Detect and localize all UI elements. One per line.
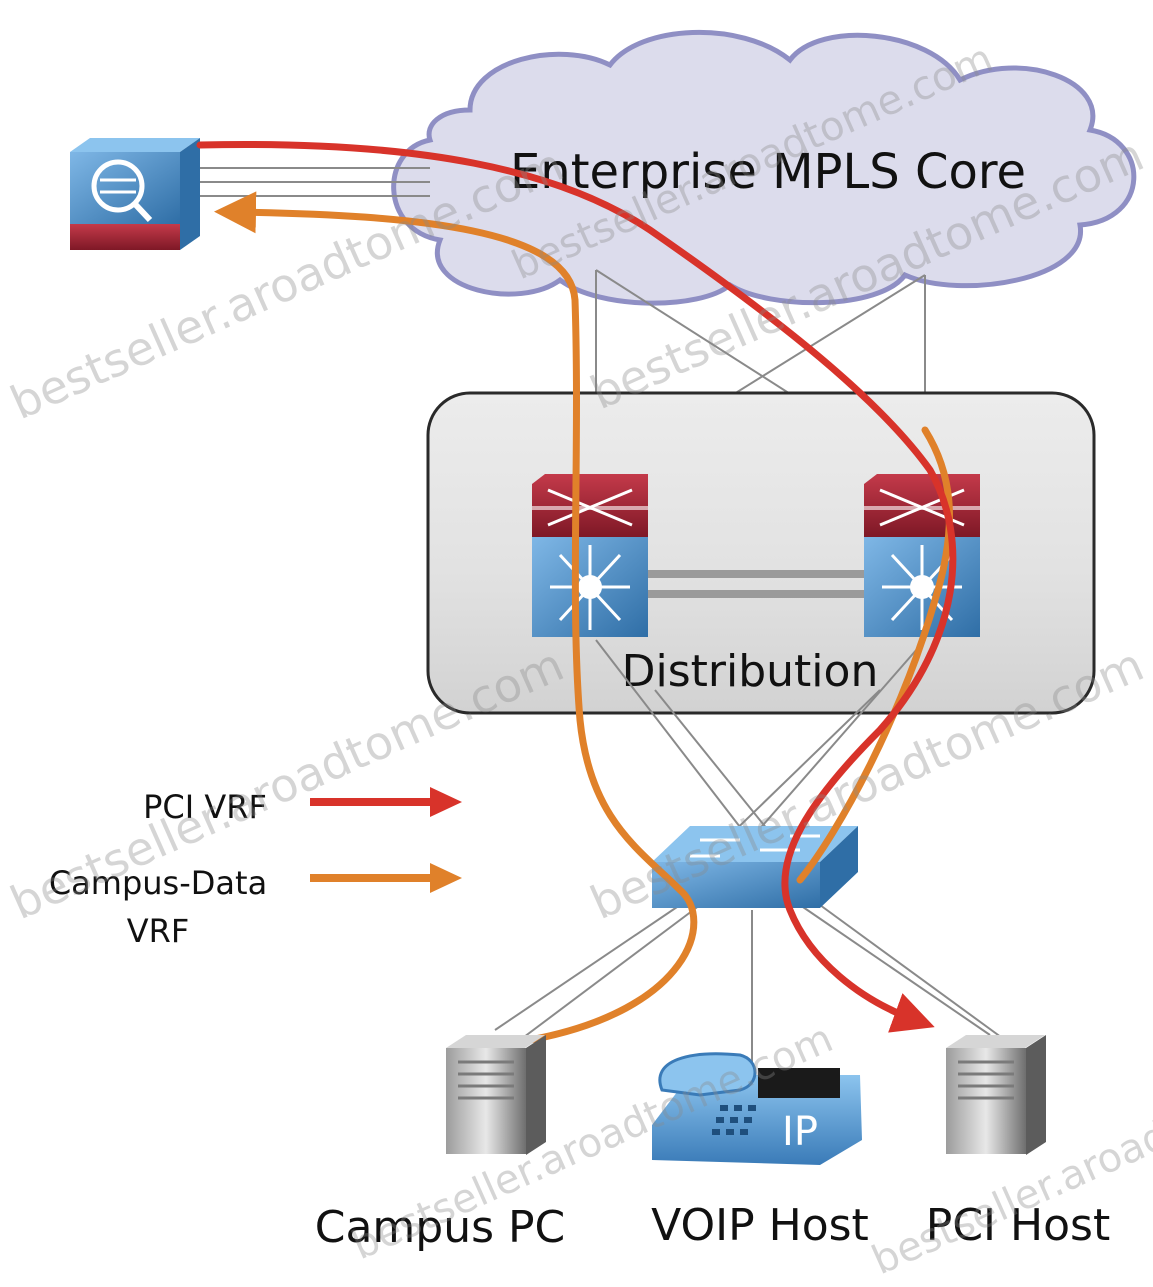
distribution-switch-icon (864, 474, 980, 637)
distribution-label: Distribution (622, 646, 879, 697)
pci-vrf-path (196, 141, 957, 1033)
access-downlinks (494, 904, 1006, 1065)
ip-phone-icon (652, 1052, 862, 1165)
distribution-switch-icon (532, 474, 648, 637)
legend-campus-data-vrf-arrow (310, 863, 462, 893)
pci-host-label: PCI Host (926, 1200, 1110, 1251)
legend-pci-vrf-arrow (310, 787, 462, 817)
access-switch-icon (652, 826, 858, 908)
phone-ip-badge: IP (782, 1109, 818, 1155)
server-icon (446, 1035, 546, 1155)
cloud-label: Enterprise MPLS Core (510, 144, 1026, 200)
legend-campus-data-vrf-label-line1: Campus-Data (49, 864, 267, 902)
campus-pc-label: Campus PC (315, 1202, 566, 1253)
campus-data-vrf-path (214, 191, 953, 1044)
legend-campus-data-vrf-label-line2: VRF (127, 912, 190, 950)
firewall-icon (70, 138, 200, 250)
server-icon (946, 1035, 1046, 1155)
cloud-icon (391, 29, 1137, 306)
watermark: bestseller.aroadtome.com (3, 637, 572, 930)
inter-switch-link (645, 570, 865, 598)
distribution-downlinks (595, 639, 926, 846)
legend-pci-vrf-label: PCI VRF (143, 788, 267, 826)
voip-host-label: VOIP Host (651, 1200, 869, 1251)
